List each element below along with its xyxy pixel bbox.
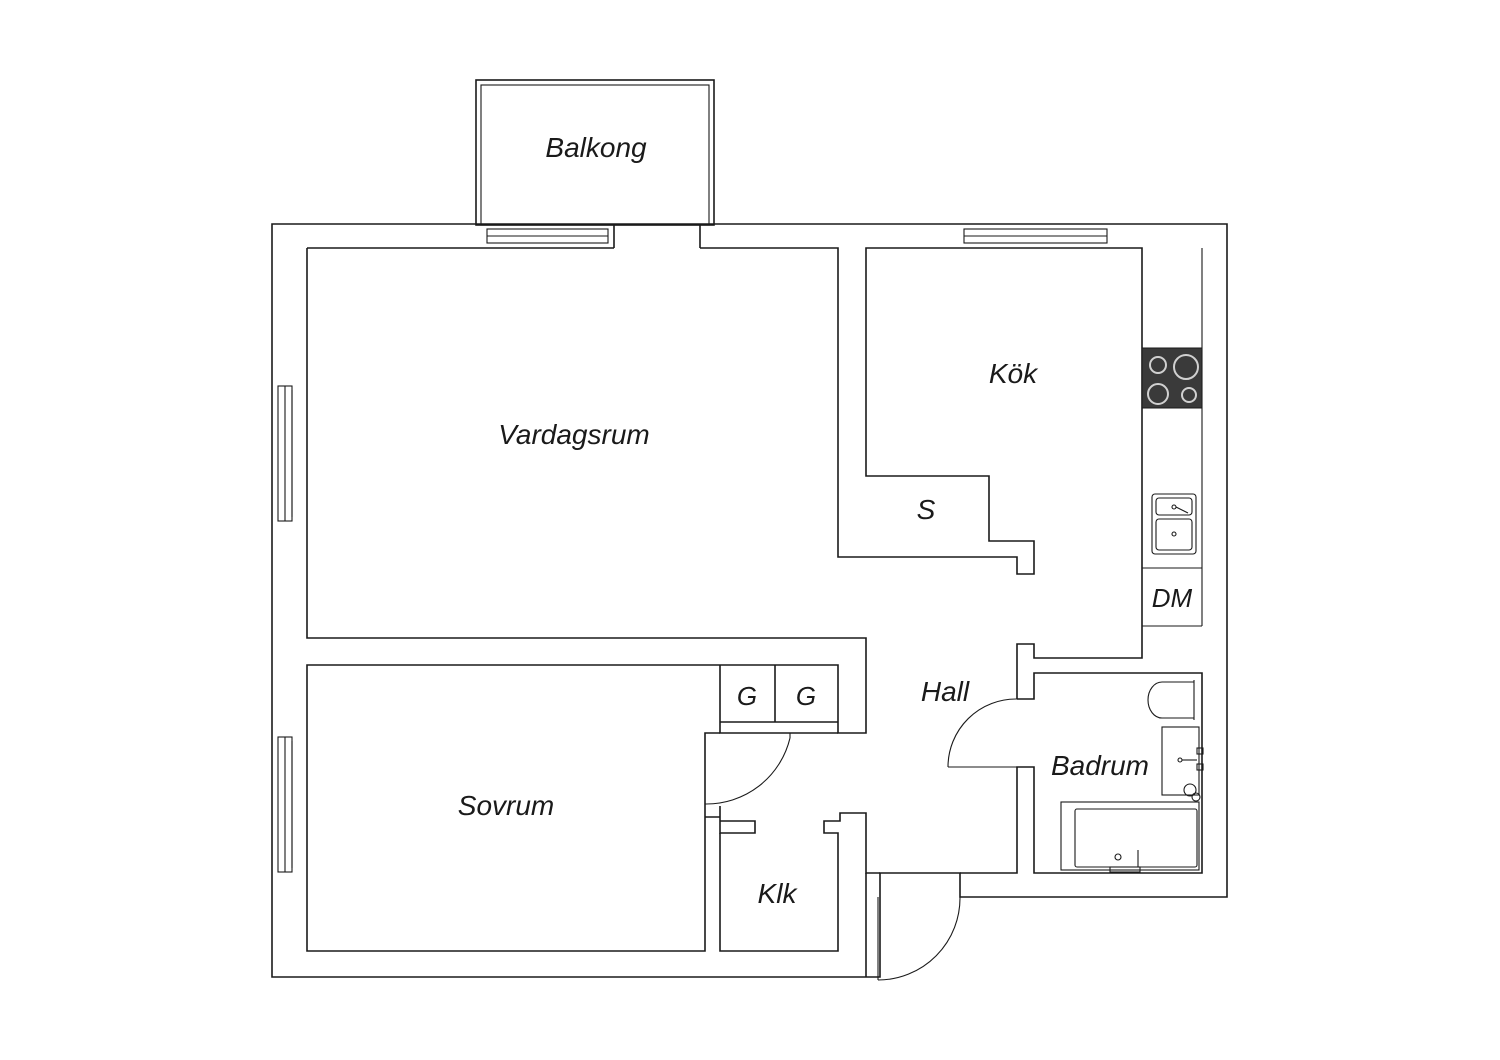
- outer-wall-outline: [271, 223, 1228, 978]
- kitchen-counter: [1142, 248, 1203, 627]
- label-garderob-1: G: [737, 681, 757, 711]
- washbasin-icon: [1161, 726, 1204, 796]
- shower-head-icon: [1183, 783, 1201, 802]
- label-skafferi: S: [917, 494, 936, 525]
- label-badrum: Badrum: [1051, 750, 1149, 781]
- balcony-door-jambs: [613, 224, 701, 248]
- label-vardagsrum: Vardagsrum: [498, 419, 649, 450]
- window-bedroom-west: [277, 736, 293, 873]
- label-balkong: Balkong: [545, 132, 647, 163]
- window-balcony: [486, 228, 609, 244]
- sink-icon: [1151, 493, 1197, 555]
- label-klk: Klk: [758, 878, 799, 909]
- label-diskmaskin: DM: [1152, 583, 1193, 613]
- living-room-walls: [306, 247, 1143, 952]
- bathroom-door: [947, 698, 1018, 768]
- toilet-icon: [1147, 680, 1195, 720]
- entrance-door: [877, 896, 961, 981]
- closet-walls: [719, 812, 880, 952]
- stove-icon: [1141, 347, 1203, 409]
- balcony: [475, 79, 715, 226]
- window-living-west: [277, 385, 293, 522]
- bathroom-walls: [960, 672, 1203, 874]
- label-kok: Kök: [989, 358, 1039, 389]
- bedroom-door: [704, 732, 791, 805]
- label-sovrum: Sovrum: [458, 790, 554, 821]
- bathtub-icon: [1060, 801, 1200, 873]
- window-kitchen: [963, 228, 1108, 244]
- label-hall: Hall: [921, 676, 970, 707]
- label-garderob-2: G: [796, 681, 816, 711]
